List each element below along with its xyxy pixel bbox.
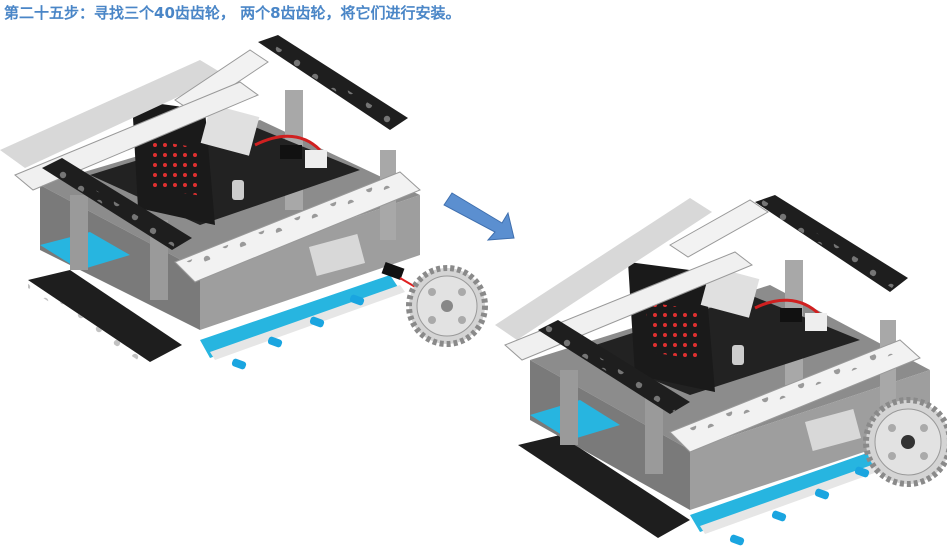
- gear-40-teeth: [406, 265, 488, 347]
- blue-pins: [231, 294, 365, 370]
- bottom-black-beam: [28, 270, 182, 362]
- next-step-arrow: [443, 192, 515, 241]
- step-instruction: 第二十五步：寻找三个40齿齿轮， 两个8齿齿轮，将它们进行安装。: [4, 4, 461, 22]
- top-white-beam-back: [495, 198, 712, 340]
- servo-motor: [200, 104, 260, 156]
- gear-40-teeth-installed: [863, 397, 947, 487]
- robot-after: [495, 195, 947, 546]
- blue-pins: [729, 466, 870, 546]
- top-white-beam-back: [0, 60, 225, 168]
- cyan-beam-front: [690, 445, 900, 532]
- robot-before: [0, 35, 488, 370]
- bottom-black-beam: [518, 435, 690, 538]
- cyan-beam-front: [200, 275, 400, 358]
